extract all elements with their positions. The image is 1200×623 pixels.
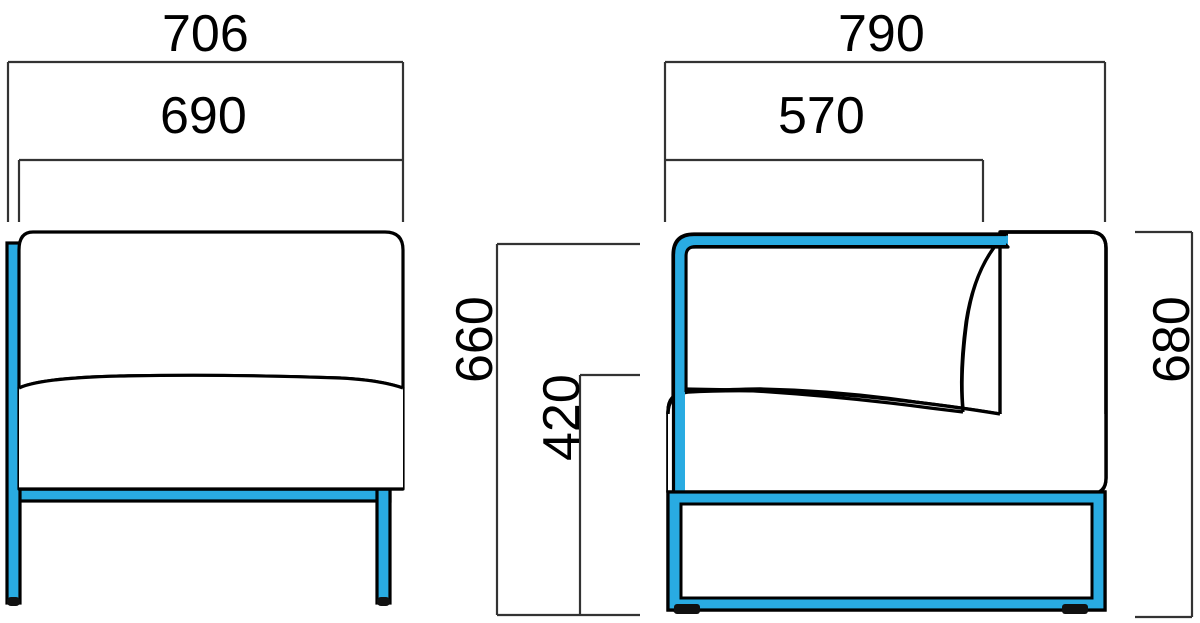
front-foot-left (7, 597, 20, 606)
dimension-label-680: 680 (1143, 296, 1200, 383)
side-base-frame-outer-redraw (666, 490, 1107, 612)
front-foot-right (377, 597, 390, 606)
side-frame-outer-redraw (671, 232, 1006, 492)
dimension-label-706: 706 (162, 5, 249, 63)
dimension-label-420: 420 (533, 374, 591, 461)
dimension-label-660-wrap: 660 (446, 296, 536, 435)
dimension-label-570: 570 (778, 87, 865, 145)
dimension-690 (17, 158, 405, 222)
front-seat-cushion-edge (18, 373, 404, 390)
front-rail-blue (6, 487, 392, 503)
side-base-frame-inner-redraw (679, 502, 1094, 600)
dimension-label-420-wrap: 420 (533, 374, 623, 513)
side-frame-inner-redraw (684, 245, 1006, 392)
side-foot-right-redraw (1062, 604, 1088, 614)
front-elevation-view (5, 230, 405, 606)
dimension-680 (1135, 230, 1194, 619)
dimension-660 (495, 242, 640, 617)
dimension-790 (663, 60, 1107, 222)
front-seat-cushion-fill (19, 375, 403, 489)
side-elevation-view (666, 230, 1108, 614)
side-frame-blue-redraw (674, 235, 1006, 492)
side-backcushion-right-edge (959, 238, 1002, 413)
side-seat-body (668, 390, 1106, 494)
side-backcushion-bottom-edge (685, 387, 964, 414)
dimension-label-790: 790 (838, 5, 925, 63)
front-leg-right-blue (375, 487, 392, 605)
side-foot-left-redraw (674, 604, 700, 614)
dimension-570 (665, 158, 985, 222)
side-base-frame-blue-band (668, 492, 1105, 610)
dimension-706 (6, 60, 405, 222)
dimension-label-680-wrap: 680 (1143, 296, 1200, 435)
dimension-420 (578, 373, 640, 615)
dimension-label-690: 690 (160, 87, 247, 145)
dimension-label-660: 660 (446, 296, 504, 383)
